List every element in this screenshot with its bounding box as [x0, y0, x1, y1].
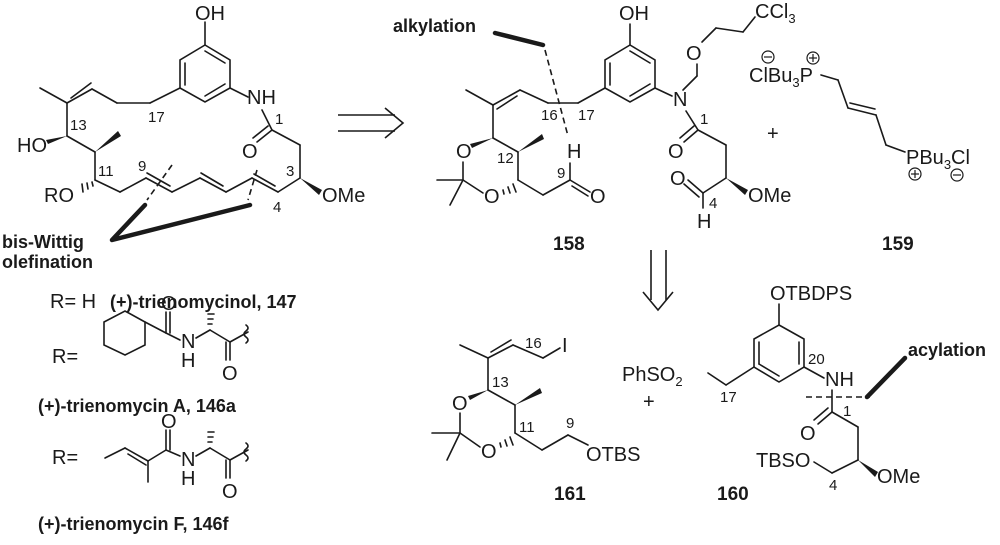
160-nh-label: NH: [825, 369, 854, 391]
158-hash-bond: [502, 183, 517, 195]
variant-147-name: (+)-trienomycinol, 147: [110, 292, 297, 312]
compound-159: ClBu3P PBu3Cl 159: [749, 50, 970, 255]
compound-160-id: 160: [717, 484, 749, 505]
variant-146f-r-label: R=: [52, 447, 78, 469]
target-ho-label: HO: [17, 135, 47, 157]
compound-158-id: 158: [553, 234, 585, 255]
160-otbdps-label: OTBDPS: [770, 283, 852, 305]
161-c11-label: 11: [519, 419, 535, 436]
158-c1-label: 1: [700, 111, 708, 128]
variant-146a-h: H: [181, 350, 195, 372]
target-c1-label: 1: [275, 111, 283, 128]
160-ome-label: OMe: [877, 466, 920, 488]
158-amide-o: O: [668, 141, 684, 163]
158-acetal-o1: O: [456, 141, 472, 163]
variant-146a-r-label: R=: [52, 346, 78, 368]
compound-159-id: 159: [882, 234, 914, 255]
bis-wittig-label-line1: bis-Wittig: [2, 232, 84, 252]
target-c4-label: 4: [273, 199, 281, 216]
variant-146f-hash: [207, 431, 215, 443]
target-carbonyl-o: O: [242, 141, 258, 163]
161-c9-label: 9: [566, 415, 574, 432]
158-acetal-o2: O: [484, 186, 500, 208]
plus-operator-1: +: [767, 123, 779, 145]
160-phso2-label: PhSO2: [622, 364, 683, 389]
alkylation-label: alkylation: [393, 16, 476, 36]
161-acetal-o1: O: [452, 393, 468, 415]
variant-146a-carbonyl-o: O: [161, 293, 177, 315]
160-aryl-ring: [753, 303, 805, 383]
alkylation-pointer: [492, 30, 546, 48]
variant-146f-h: H: [181, 468, 195, 490]
158-h9-label: H: [567, 141, 581, 163]
158-n-label: N: [673, 89, 687, 111]
target-c9-label: 9: [138, 158, 146, 175]
158-c17-label: 17: [578, 107, 595, 124]
158-aldehyde-o: O: [670, 168, 686, 190]
158-aryl-ring: [604, 23, 656, 103]
161-acetal-o2: O: [481, 441, 497, 463]
target-hash-bond-ro: [81, 181, 94, 193]
158-c9-o: O: [590, 186, 606, 208]
bis-wittig-label-line2: olefination: [2, 252, 93, 272]
variant-146a-ketone-o: O: [222, 363, 238, 385]
158-ome-label: OMe: [748, 185, 791, 207]
158-h4-label: H: [697, 211, 711, 233]
cyclohexane-ring: [103, 310, 146, 356]
target-ome-label: OMe: [322, 185, 365, 207]
compound-158: alkylation OH N O CCl3 1 O OMe: [393, 1, 796, 255]
bis-wittig-pointer: [109, 202, 253, 243]
variant-146f-carbonyl-o: O: [161, 411, 177, 433]
159-left-phosphonium: ClBu3P: [749, 65, 813, 90]
retro-arrow-down: [642, 250, 674, 312]
variant-146a-hash: [207, 313, 215, 325]
variant-147-r-label: R= H: [50, 291, 96, 313]
variant-146f-n: N: [181, 449, 195, 471]
variant-146f-ketone-o: O: [222, 481, 238, 503]
158-ccl3-label: CCl3: [755, 1, 796, 26]
161-iodide-label: I: [562, 335, 568, 357]
target-c3-label: 3: [286, 163, 294, 180]
158-c12-label: 12: [497, 150, 514, 167]
retro-arrow-right: [338, 107, 405, 139]
158-c16-label: 16: [541, 107, 558, 124]
plus-operator-2: +: [643, 391, 655, 413]
158-oh-label: OH: [619, 3, 649, 25]
158-c4-label: 4: [709, 195, 717, 212]
158-c9-label: 9: [557, 165, 565, 182]
160-tbso-label: TBSO: [756, 450, 810, 472]
acylation-pointer: [864, 355, 908, 400]
161-c13-label: 13: [492, 374, 509, 391]
variant-146f-name: (+)-trienomycin F, 146f: [38, 514, 230, 534]
target-structure: OH NH 1 O 3 OMe 4 9 11: [2, 3, 365, 272]
variant-146a-wavy-bond: [243, 324, 249, 344]
161-otbs-label: OTBS: [586, 444, 640, 466]
target-ro-label: RO: [44, 185, 74, 207]
compound-161: 16 I 13 O O 11 9 OTBS 161: [431, 335, 640, 505]
target-c11-label: 11: [98, 163, 114, 180]
160-c20-label: 20: [808, 351, 825, 368]
compound-161-id: 161: [554, 484, 586, 505]
161-c16-label: 16: [525, 335, 542, 352]
158-ether-o: O: [686, 43, 702, 65]
160-c17-label: 17: [720, 389, 737, 406]
160-c1-label: 1: [843, 403, 851, 420]
variant-146a: R= O N H O (+)-trienomycin A, 146a: [38, 293, 249, 416]
acylation-label: acylation: [908, 340, 986, 360]
variant-147: R= H (+)-trienomycinol, 147: [50, 291, 297, 313]
variant-146f-wavy-bond: [243, 442, 249, 462]
target-nh-label: NH: [247, 87, 276, 109]
variant-146f: R= O N H O (+)-trienomycin F, 146f: [38, 411, 249, 534]
variant-146a-n: N: [181, 331, 195, 353]
159-right-phosphonium: PBu3Cl: [906, 147, 970, 172]
compound-160: OTBDPS PhSO2 17 20 NH acylation 1 O OMe …: [622, 283, 986, 505]
variant-146a-name: (+)-trienomycin A, 146a: [38, 396, 237, 416]
160-c4-label: 4: [829, 477, 837, 494]
160-carbonyl-o: O: [800, 423, 816, 445]
target-aryl-ring: [179, 21, 231, 103]
target-c17-label: 17: [148, 109, 165, 126]
target-c13-label: 13: [70, 117, 87, 134]
161-hash-bond: [499, 436, 514, 448]
target-oh-label: OH: [195, 3, 225, 25]
